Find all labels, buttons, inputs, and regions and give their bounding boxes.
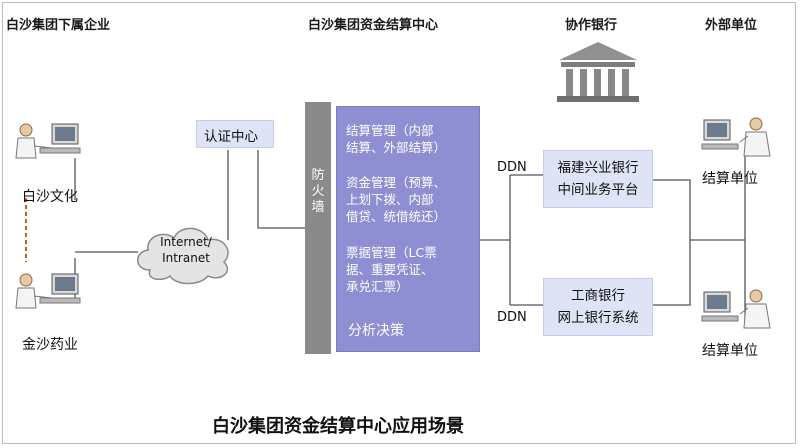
person-computer-icon	[15, 273, 81, 309]
person-computer-icon	[15, 123, 81, 159]
external-unit-2-label: 结算单位	[702, 343, 758, 359]
line-auth-center	[257, 150, 305, 229]
center-item-bills: 票据管理（LC票 据、重要凭证、 承兑汇票）	[346, 245, 437, 294]
header-external-units: 外部单位	[705, 18, 758, 33]
bank-building-icon	[557, 42, 639, 102]
firewall-bar	[305, 102, 331, 354]
center-item-funds: 资金管理（预算、 上划下拨、内部 借贷、统借统还）	[346, 175, 447, 224]
person-phone-icon	[701, 289, 771, 329]
network-label: Internet/ Intranet	[160, 235, 212, 265]
diagram-caption: 白沙集团资金结算中心应用场景	[212, 416, 464, 437]
bank-box-2	[543, 278, 653, 336]
company-b-label: 金沙药业	[22, 337, 78, 353]
bank-1-label: 福建兴业银行 中间业务平台	[557, 160, 639, 198]
auth-center-label: 认证中心	[204, 129, 258, 145]
ddn-label-1: DDN	[497, 160, 527, 175]
center-item-settlement: 结算管理（内部 结算、外部结算）	[346, 123, 447, 155]
company-a-label: 白沙文化	[22, 189, 78, 205]
center-item-analysis: 分析决策	[348, 323, 404, 339]
header-settlement-center: 白沙集团资金结算中心	[308, 18, 439, 33]
external-unit-1-label: 结算单位	[702, 171, 758, 187]
diagram-frame	[2, 2, 796, 444]
line-banks-ext	[652, 179, 691, 306]
auth-center-box	[196, 120, 274, 148]
person-phone-icon	[701, 117, 771, 157]
bank-2-label: 工商银行 网上银行系统	[557, 288, 639, 326]
firewall-label: 防火墙	[311, 168, 325, 215]
header-subsidiaries: 白沙集团下属企业	[6, 18, 111, 33]
ddn-label-2: DDN	[497, 310, 527, 325]
bank-box-1	[543, 150, 653, 208]
settlement-center-box	[336, 106, 480, 352]
cloud-icon	[137, 227, 229, 285]
header-partner-banks: 协作银行	[565, 18, 618, 33]
